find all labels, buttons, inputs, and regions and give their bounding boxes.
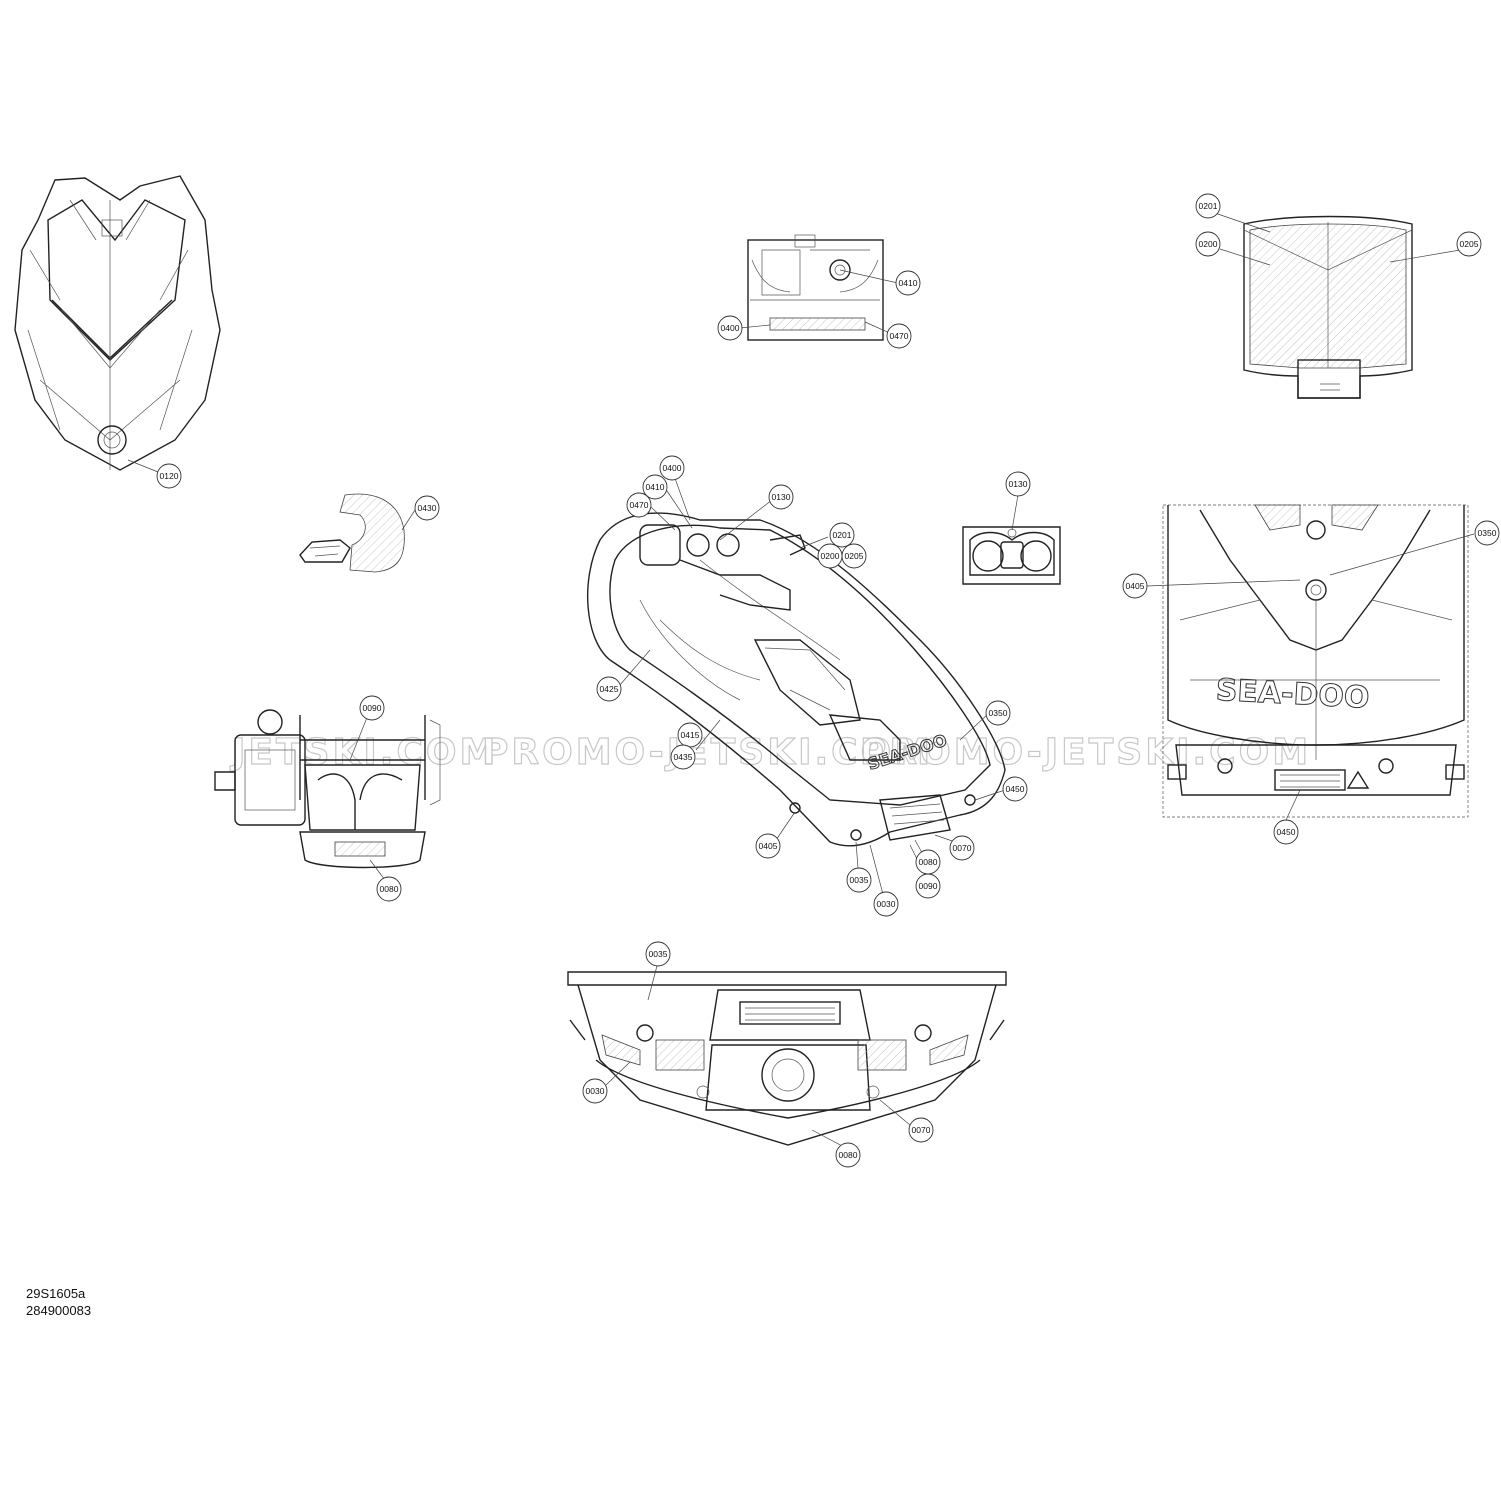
svg-text:0430: 0430 [418, 503, 437, 513]
callout-0080: 0080 [835, 1142, 861, 1168]
callout-0205: 0205 [1456, 231, 1482, 257]
svg-text:0201: 0201 [1199, 201, 1218, 211]
callout-0030: 0030 [873, 891, 899, 917]
callout-0435: 0435 [670, 744, 696, 770]
callout-0405: 0405 [1122, 573, 1148, 599]
callout-0350: 0350 [985, 700, 1011, 726]
seat-top-view [1243, 215, 1413, 399]
callout-0410: 0410 [642, 474, 668, 500]
callout-0200: 0200 [817, 543, 843, 569]
svg-text:0450: 0450 [1006, 784, 1025, 794]
callout-0035: 0035 [645, 941, 671, 967]
svg-text:0130: 0130 [1009, 479, 1028, 489]
svg-text:0470: 0470 [890, 331, 909, 341]
callout-0200: 0200 [1195, 231, 1221, 257]
svg-text:0470: 0470 [630, 500, 649, 510]
svg-text:0080: 0080 [839, 1150, 858, 1160]
callout-0450: 0450 [1273, 819, 1299, 845]
svg-text:0120: 0120 [160, 471, 179, 481]
callouts: 0120 0430 0090 0080 0410 0400 0470 0400 … [156, 193, 1500, 1168]
svg-text:0201: 0201 [833, 530, 852, 540]
callout-0405: 0405 [755, 833, 781, 859]
callout-0201: 0201 [1195, 193, 1221, 219]
main-craft-view: SEA-DOO [586, 512, 1006, 847]
watermark-center: PROMO-JETSKI.COM [482, 732, 933, 773]
svg-text:0080: 0080 [380, 884, 399, 894]
callout-0080: 0080 [376, 876, 402, 902]
svg-text:0450: 0450 [1277, 827, 1296, 837]
svg-text:0400: 0400 [721, 323, 740, 333]
callout-0400: 0400 [717, 315, 743, 341]
rear-deck-brand-text: SEA-DOO [1215, 673, 1370, 716]
callout-0400: 0400 [659, 455, 685, 481]
svg-text:0205: 0205 [1460, 239, 1479, 249]
callout-0035: 0035 [846, 867, 872, 893]
svg-text:0030: 0030 [586, 1086, 605, 1096]
drawing-code: 29S1605a [26, 1286, 86, 1301]
svg-text:0405: 0405 [1126, 581, 1145, 591]
svg-text:0350: 0350 [1478, 528, 1497, 538]
rear-deck-view: SEA-DOO [1162, 504, 1469, 818]
svg-text:0200: 0200 [1199, 239, 1218, 249]
callout-0070: 0070 [949, 835, 975, 861]
svg-text:0070: 0070 [912, 1125, 931, 1135]
svg-text:0400: 0400 [663, 463, 682, 473]
callout-0090: 0090 [915, 873, 941, 899]
callout-0350: 0350 [1474, 520, 1500, 546]
watermark: JETSKI.COM PROMO-JETSKI.COM PROMO-JETSKI… [228, 731, 1308, 773]
svg-text:0130: 0130 [772, 492, 791, 502]
svg-text:0205: 0205 [845, 551, 864, 561]
svg-text:0405: 0405 [759, 841, 778, 851]
hood-top-view [14, 175, 221, 471]
callout-0201: 0201 [829, 522, 855, 548]
svg-text:0425: 0425 [600, 684, 619, 694]
callout-0450: 0450 [1002, 776, 1028, 802]
svg-text:0435: 0435 [674, 752, 693, 762]
gauge-view [962, 526, 1061, 585]
watermark-left: JETSKI.COM [229, 732, 498, 773]
part-number: 284900083 [26, 1303, 92, 1318]
pump-rear-view [214, 709, 441, 869]
svg-text:0080: 0080 [919, 857, 938, 867]
svg-text:0090: 0090 [919, 881, 938, 891]
svg-text:0090: 0090 [363, 703, 382, 713]
callout-0415: 0415 [677, 722, 703, 748]
callout-0470: 0470 [886, 323, 912, 349]
callout-0425: 0425 [596, 676, 622, 702]
callout-0470: 0470 [626, 492, 652, 518]
callout-0205: 0205 [841, 543, 867, 569]
svg-text:0030: 0030 [877, 899, 896, 909]
callout-0130: 0130 [1005, 471, 1031, 497]
svg-text:0410: 0410 [899, 278, 918, 288]
svg-text:0035: 0035 [850, 875, 869, 885]
stern-view [567, 971, 1007, 1146]
svg-text:0035: 0035 [649, 949, 668, 959]
storage-top-view [747, 234, 884, 341]
svg-text:0200: 0200 [821, 551, 840, 561]
svg-text:0410: 0410 [646, 482, 665, 492]
callout-0090: 0090 [359, 695, 385, 721]
callout-0080: 0080 [915, 849, 941, 875]
callout-0130: 0130 [768, 484, 794, 510]
callout-0410: 0410 [895, 270, 921, 296]
callout-0070: 0070 [908, 1117, 934, 1143]
svg-text:0350: 0350 [989, 708, 1008, 718]
svg-text:0415: 0415 [681, 730, 700, 740]
callout-0120: 0120 [156, 463, 182, 489]
svg-text:0070: 0070 [953, 843, 972, 853]
callout-0030: 0030 [582, 1078, 608, 1104]
handle-part [299, 493, 405, 573]
callout-0430: 0430 [414, 495, 440, 521]
